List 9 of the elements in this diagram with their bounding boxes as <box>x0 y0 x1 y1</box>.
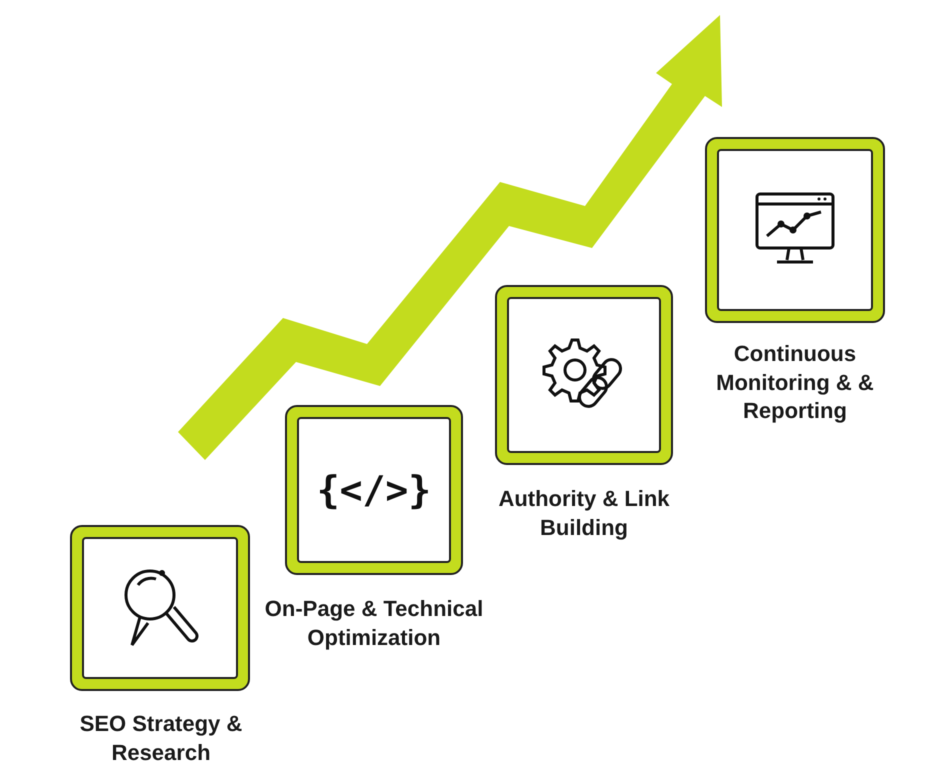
step-card <box>495 285 673 465</box>
step-card <box>285 405 463 575</box>
step-label: Authority & Link Building <box>497 485 671 542</box>
step-card <box>70 525 250 691</box>
step-label: Continuous Monitoring & & Reporting <box>715 340 875 426</box>
code-symbol: {</>} <box>316 468 432 512</box>
step-card <box>705 137 885 323</box>
step-label: On-Page & Technical Optimization <box>264 595 484 652</box>
step-label: SEO Strategy & Research <box>78 710 244 767</box>
